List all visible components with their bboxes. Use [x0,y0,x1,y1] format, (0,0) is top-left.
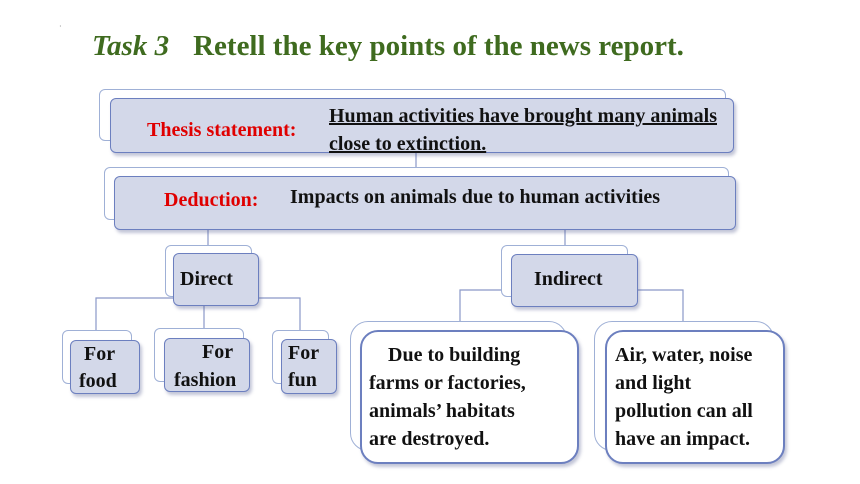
habitat-line-4: are destroyed. [369,428,490,450]
for-fun-box [281,339,337,394]
for-food-line-1: For [84,343,116,365]
direct-label: Direct [180,268,233,290]
for-food-line-2: food [79,370,117,392]
direct-box [173,253,259,306]
pollution-line-3: pollution can all [615,400,753,422]
pollution-line-2: and light [615,372,692,394]
title-text: Retell the key points of the news report… [193,30,684,62]
pollution-line-4: have an impact. [615,428,750,450]
task-label: Task 3 [92,30,170,62]
for-food-box [70,340,140,394]
deduction-label: Deduction: [164,189,259,211]
for-fun-line-2: fun [288,369,317,391]
habitat-line-1: Due to building [388,344,521,366]
habitat-card [360,330,579,464]
deduction-text: Impacts on animals due to human activiti… [290,186,661,208]
pollution-card [605,330,785,464]
pollution-line-1: Air, water, noise [615,344,753,366]
habitat-line-3: animals’ habitats [369,400,515,422]
deduction-box [114,176,736,230]
for-fashion-line-2: fashion [174,369,237,391]
slide-title: Task 3 Retell the key points of the news … [92,30,684,63]
thesis-label: Thesis statement: [147,119,297,141]
slide-marker: · [59,22,62,31]
for-fun-line-1: For [288,342,320,364]
for-fashion-box [164,338,250,392]
indirect-label: Indirect [534,268,603,290]
for-fashion-line-1: For [202,341,234,363]
indirect-box [511,254,638,307]
thesis-line-2: close to extinction. [329,133,487,155]
thesis-line-1: Human activities have brought many anima… [329,105,717,127]
thesis-box [110,98,734,153]
habitat-line-2: farms or factories, [369,372,526,394]
